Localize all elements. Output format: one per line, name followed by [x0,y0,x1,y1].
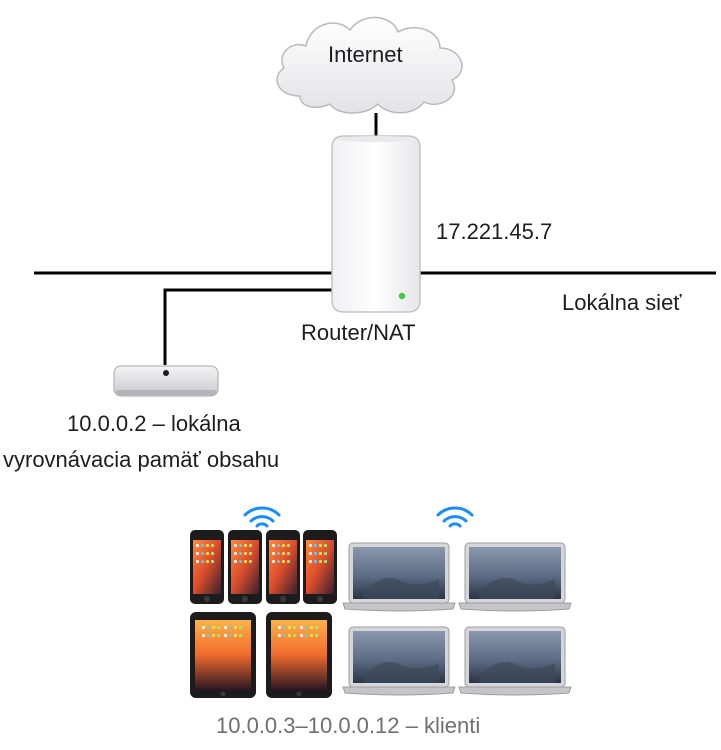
cloud-icon [276,16,463,114]
cache-link-line [163,288,332,365]
status-led [398,292,406,300]
mac-mini-icon [113,365,219,397]
iphone-icon [228,530,262,604]
network-label: Lokálna sieť [562,290,682,315]
cache-label-line2: vyrovnávacia pamäť obsahu [3,447,280,472]
cache-label-line1: 10.0.0.2 – lokálna [67,411,241,436]
router-label: Router/NAT [301,320,416,345]
macbook-icon [458,542,572,612]
ipad-icon [266,612,332,698]
router-ip-label: 17.221.45.7 [436,219,553,244]
ipad-icon [190,612,256,698]
wifi-icon [436,506,474,528]
iphone-icon [266,530,300,604]
macbook-icon [342,626,456,696]
macbook-icon [458,626,572,696]
router-icon [331,135,421,313]
macbook-icon [342,542,456,612]
iphone-icon [303,530,337,604]
wifi-icon [243,506,281,528]
internet-label: Internet [328,42,403,67]
iphone-icon [190,530,224,604]
clients-label: 10.0.0.3–10.0.0.12 – klienti [216,713,481,738]
